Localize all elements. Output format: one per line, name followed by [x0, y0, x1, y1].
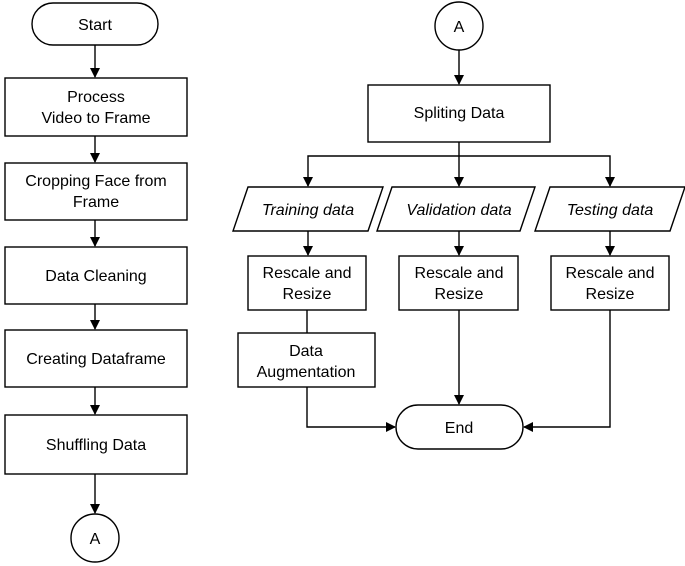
- shuffling-data-label: Shuffling Data: [46, 437, 146, 454]
- end-node: End: [395, 404, 524, 450]
- creating-dataframe-node: Creating Dataframe: [4, 329, 188, 388]
- rescale-training-label-line1: Rescale and: [263, 265, 352, 282]
- connector-a-bottom-label: A: [90, 531, 101, 548]
- arrow-split-to-training: [303, 155, 459, 187]
- rescale-testing-node: Rescale and Resize: [550, 255, 670, 311]
- rescale-testing-label-line1: Rescale and: [566, 265, 655, 282]
- process-video-label-line2: Video to Frame: [41, 110, 150, 127]
- process-video-node: Process Video to Frame: [4, 77, 188, 137]
- augmentation-label-line2: Augmentation: [257, 364, 356, 381]
- crop-face-label-line2: Frame: [73, 194, 119, 211]
- rescale-training-label-line2: Resize: [283, 286, 332, 303]
- rescale-testing-label-line2: Resize: [586, 286, 635, 303]
- process-video-label-line1: Process: [67, 89, 125, 106]
- arrow-augmentation-to-end: [306, 387, 396, 432]
- crop-face-node: Cropping Face from Frame: [4, 162, 188, 221]
- creating-dataframe-label: Creating Dataframe: [26, 351, 166, 368]
- connector-a-bottom: A: [70, 513, 120, 563]
- validation-data-node: Validation data: [376, 186, 536, 232]
- shuffling-data-node: Shuffling Data: [4, 414, 188, 475]
- data-augmentation-node: Data Augmentation: [237, 332, 376, 388]
- crop-face-label-line1: Cropping Face from: [25, 173, 166, 190]
- splitting-data-label: Spliting Data: [414, 105, 505, 122]
- rescale-validation-node: Rescale and Resize: [398, 255, 519, 311]
- training-data-node: Training data: [232, 186, 384, 232]
- augmentation-label-line1: Data: [289, 343, 323, 360]
- testing-data-node: Testing data: [534, 186, 685, 232]
- connector-a-top: A: [434, 1, 484, 51]
- end-label: End: [445, 420, 473, 437]
- rescale-validation-label-line2: Resize: [435, 286, 484, 303]
- arrow-split-to-testing: [459, 155, 615, 187]
- connector-a-top-label: A: [454, 19, 465, 36]
- validation-data-label: Validation data: [406, 202, 511, 219]
- training-data-label: Training data: [262, 202, 354, 219]
- splitting-data-node: Spliting Data: [367, 84, 551, 143]
- rescale-training-node: Rescale and Resize: [247, 255, 367, 311]
- data-cleaning-node: Data Cleaning: [4, 246, 188, 305]
- start-node: Start: [31, 2, 159, 46]
- testing-data-label: Testing data: [567, 202, 654, 219]
- rescale-validation-label-line1: Rescale and: [415, 265, 504, 282]
- data-cleaning-label: Data Cleaning: [45, 268, 146, 285]
- arrow-testing-rescale-to-end: [523, 310, 611, 432]
- start-label: Start: [78, 17, 112, 34]
